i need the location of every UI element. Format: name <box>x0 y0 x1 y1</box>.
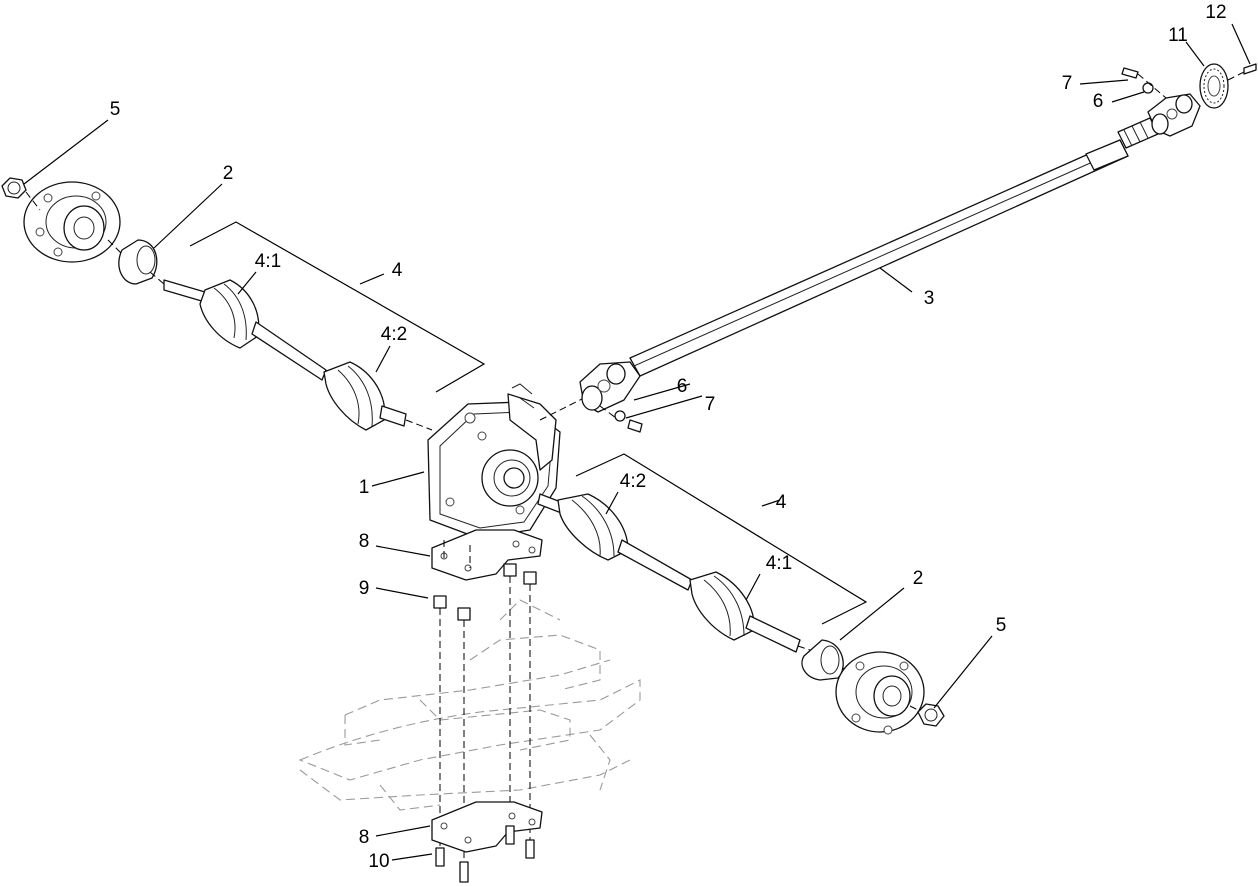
callout-rear-cross-bolt: 7 <box>1062 73 1073 94</box>
callout-lower-mount-plate: 8 <box>359 827 370 848</box>
callout-left-bearing: 2 <box>223 163 234 184</box>
spacers <box>433 563 537 621</box>
center-cross-bolt <box>614 410 643 433</box>
left-bearing <box>118 239 158 285</box>
center-u-joint <box>579 361 641 413</box>
tone-ring-screw <box>1243 63 1257 75</box>
left-wheel-hub <box>23 181 121 263</box>
upper-mount-plate <box>431 529 543 581</box>
lower-mount-plate <box>431 801 543 853</box>
callout-labels: 5 2 4 4:1 4:2 3 1 6 7 4:2 4 4:1 2 5 8 9 … <box>110 2 1227 872</box>
callout-left-axle-inner-joint: 4:2 <box>381 324 407 345</box>
callout-left-axle-group: 4 <box>392 260 403 281</box>
callout-right-axle-inner-joint: 4:2 <box>620 471 646 492</box>
callout-tone-ring-screw: 12 <box>1205 2 1226 23</box>
leader-lines <box>23 23 1251 861</box>
mount-bolts <box>435 825 535 883</box>
left-axle-shaft <box>163 279 407 431</box>
right-bearing <box>801 639 844 681</box>
callout-right-axle-outer-joint: 4:1 <box>766 553 792 574</box>
callout-mount-bolt: 10 <box>368 851 389 872</box>
right-axle-shaft <box>537 493 801 653</box>
left-hub-nut <box>1 177 27 199</box>
vehicle-frame-ghost <box>298 599 641 811</box>
callout-center-cross-bolt: 7 <box>705 394 716 415</box>
callout-driveshaft: 3 <box>924 288 935 309</box>
callout-right-hub-nut: 5 <box>996 615 1007 636</box>
callout-gearbox: 1 <box>359 477 370 498</box>
gearbox <box>427 383 561 539</box>
callout-spacer: 9 <box>359 578 370 599</box>
tone-ring <box>1199 63 1229 109</box>
callout-tone-ring: 11 <box>1168 25 1188 46</box>
driveshaft <box>629 117 1159 377</box>
callout-left-hub-nut: 5 <box>110 99 121 120</box>
callout-center-cross-bolt-washer: 6 <box>677 376 688 397</box>
right-hub-nut <box>917 703 945 727</box>
callout-right-axle-group: 4 <box>776 492 787 513</box>
callout-right-bearing: 2 <box>913 568 924 589</box>
right-wheel-hub <box>835 651 925 735</box>
callout-left-axle-outer-joint: 4:1 <box>255 251 281 272</box>
callout-upper-mount-plate: 8 <box>359 531 370 552</box>
rear-u-joint <box>1147 93 1201 137</box>
rear-cross-bolt <box>1121 67 1154 94</box>
callout-rear-cross-bolt-washer: 6 <box>1093 91 1104 112</box>
